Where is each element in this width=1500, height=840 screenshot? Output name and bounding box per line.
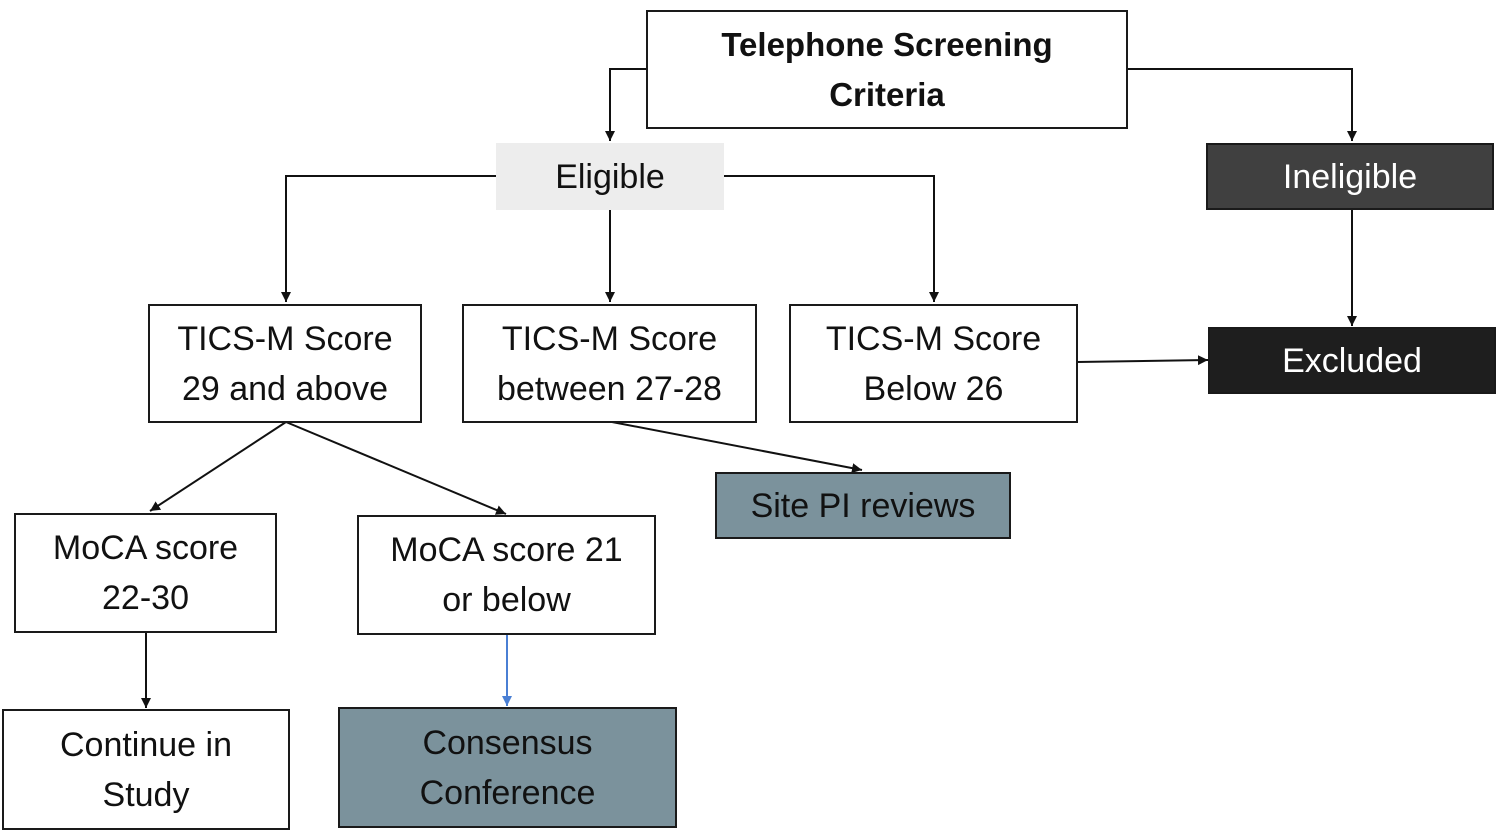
arrow-tics-29-to-moca-21 [285, 421, 507, 515]
tics-m-29-and-above-box: TICS-M Score 29 and above [148, 304, 422, 423]
arrow-tics-29-to-moca-22-30 [149, 421, 287, 512]
arrow-tics-below-26-to-excluded [1076, 355, 1209, 366]
ineligible-box: Ineligible [1206, 143, 1494, 210]
consensus-conference-box: Consensus Conference [338, 707, 677, 828]
arrow-tics-27-28-to-site-pi [611, 421, 863, 474]
arrow-screening-to-eligible [605, 68, 646, 141]
tics-m-between-27-28-box: TICS-M Score between 27-28 [462, 304, 757, 423]
tics-m-below-26-box: TICS-M Score Below 26 [789, 304, 1078, 423]
moca-score-21-or-below-box: MoCA score 21 or below [357, 515, 656, 635]
moca-score-22-30-box: MoCA score 22-30 [14, 513, 277, 633]
eligible-box: Eligible [496, 143, 724, 210]
arrow-eligible-to-tics-below-26 [724, 175, 939, 302]
arrow-screening-to-ineligible [1128, 68, 1357, 141]
continue-in-study-box: Continue in Study [2, 709, 290, 830]
excluded-box: Excluded [1208, 327, 1496, 394]
telephone-screening-criteria-box: Telephone Screening Criteria [646, 10, 1128, 129]
site-pi-reviews-box: Site PI reviews [715, 472, 1011, 539]
arrow-eligible-to-tics-29 [281, 175, 496, 302]
